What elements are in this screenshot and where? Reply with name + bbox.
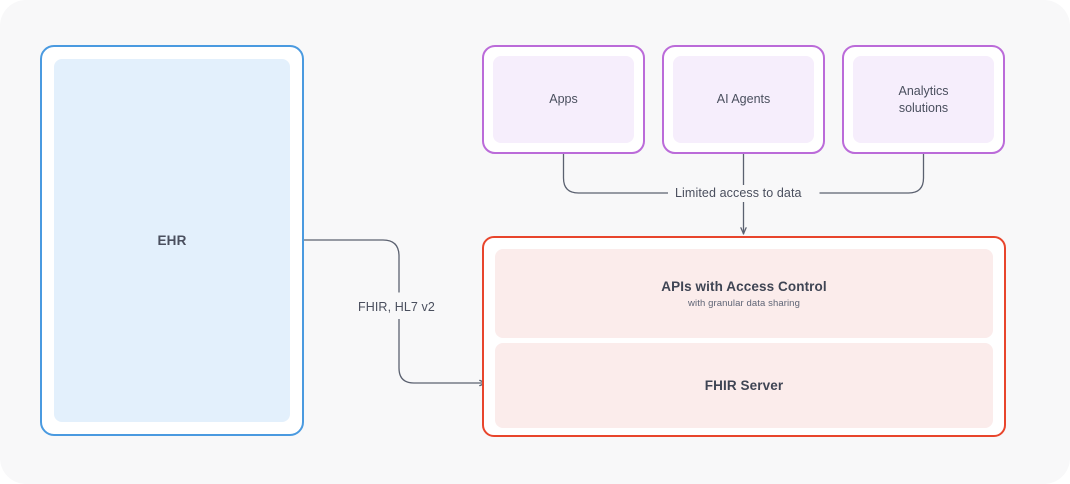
connector-ehr-to-fhir-upper — [303, 239, 400, 293]
platform-panel-apis-with-access-control[interactable]: APIs with Access Control with granular d… — [495, 249, 993, 338]
platform-panel-title-fhir-server: FHIR Server — [704, 378, 784, 393]
platform-panel-title-apis: APIs with Access Control — [661, 278, 827, 294]
ehr-system-card[interactable]: EHR — [40, 45, 304, 436]
platform-panel-subtitle-apis: with granular data sharing — [688, 297, 800, 309]
consumer-inner-panel-apps: Apps — [493, 56, 634, 143]
connector-apps-to-bus — [562, 153, 669, 194]
connector-analytics-to-bus — [819, 153, 925, 194]
consumer-card-analytics-solutions[interactable]: Analytics solutions — [842, 45, 1005, 154]
platform-panel-fhir-server[interactable]: FHIR Server — [495, 343, 993, 428]
edge-label-fhir-hl7-v2: FHIR, HL7 v2 — [352, 296, 441, 319]
edge-label-limited-access-to-data: Limited access to data — [668, 185, 809, 202]
ehr-label: EHR — [157, 233, 187, 248]
consumer-card-ai-agents[interactable]: AI Agents — [662, 45, 825, 154]
consumer-inner-panel-ai-agents: AI Agents — [673, 56, 814, 143]
consumer-label-apps: Apps — [549, 92, 578, 106]
consumer-label-analytics-solutions: Analytics solutions — [898, 83, 949, 115]
connector-ehr-to-fhir-lower — [398, 317, 487, 387]
consumer-card-apps[interactable]: Apps — [482, 45, 645, 154]
consumer-inner-panel-analytics-solutions: Analytics solutions — [853, 56, 994, 143]
fhir-platform-card[interactable]: APIs with Access Control with granular d… — [482, 236, 1006, 437]
ehr-inner-panel: EHR — [54, 59, 290, 422]
consumer-label-ai-agents: AI Agents — [716, 92, 771, 106]
